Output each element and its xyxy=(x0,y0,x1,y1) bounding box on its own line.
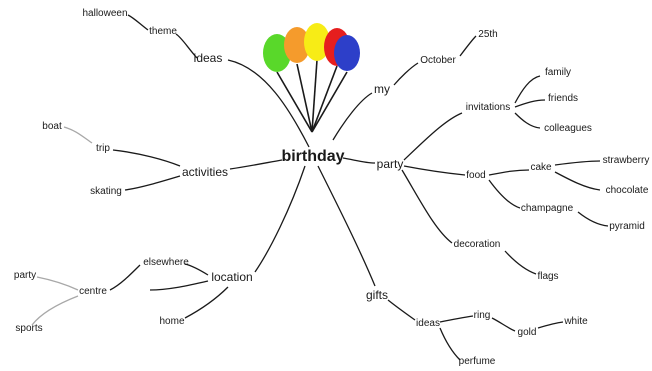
connector xyxy=(488,179,521,209)
node-activities: activities xyxy=(181,165,229,179)
node-cake: cake xyxy=(530,162,552,173)
node-gold: gold xyxy=(517,327,537,338)
connector xyxy=(537,321,564,329)
connector xyxy=(514,99,546,108)
node-invitations: invitations xyxy=(465,102,511,113)
connector xyxy=(393,62,419,86)
balloon-string xyxy=(296,63,313,133)
connector xyxy=(175,33,198,59)
balloon-green xyxy=(263,34,291,72)
node-gift-ideas: ideas xyxy=(416,318,440,329)
node-october: October xyxy=(420,55,456,66)
connector xyxy=(124,175,181,191)
connector xyxy=(112,149,181,167)
node-location: location xyxy=(211,270,253,284)
light-branch-lines xyxy=(31,126,93,326)
connector xyxy=(227,59,310,148)
connector xyxy=(254,165,306,273)
connector xyxy=(554,171,601,191)
node-decoration: decoration xyxy=(453,239,501,250)
node-perfume: perfume xyxy=(458,356,496,367)
connector xyxy=(149,280,209,291)
node-centre: centre xyxy=(79,286,107,297)
connector xyxy=(36,276,79,291)
connector xyxy=(504,250,537,275)
balloon-yellow xyxy=(304,23,330,61)
node-home: home xyxy=(159,316,185,327)
node-gifts: gifts xyxy=(365,288,389,302)
connector xyxy=(31,295,79,326)
connector xyxy=(439,327,461,361)
node-trip: trip xyxy=(96,143,110,154)
node-colleagues: colleagues xyxy=(544,123,592,134)
connector xyxy=(514,112,541,129)
node-ideas: ideas xyxy=(193,51,223,65)
connector xyxy=(332,92,373,141)
connector xyxy=(488,169,530,176)
node-friends: friends xyxy=(547,93,579,104)
connector xyxy=(577,211,609,227)
connector xyxy=(184,263,209,276)
node-pyramid: pyramid xyxy=(609,221,645,232)
connector xyxy=(387,299,416,321)
balloon-string xyxy=(311,59,318,133)
balloon-string xyxy=(311,65,338,133)
balloon-string xyxy=(276,71,313,133)
connector xyxy=(554,160,601,166)
connector xyxy=(63,126,93,144)
balloon-string xyxy=(311,71,348,133)
node-ring: ring xyxy=(473,310,491,321)
node-skating: skating xyxy=(90,186,122,197)
connector xyxy=(109,264,141,291)
connector xyxy=(184,286,229,319)
balloon-orange xyxy=(284,27,310,63)
connector xyxy=(127,14,149,31)
branch-lines xyxy=(109,14,609,361)
connector xyxy=(342,157,376,164)
node-champagne: champagne xyxy=(520,203,574,214)
connector xyxy=(317,165,376,287)
node-elsewhere: elsewhere xyxy=(143,257,189,268)
connector xyxy=(514,75,541,104)
node-party: party xyxy=(376,157,404,171)
node-my: my xyxy=(374,82,390,96)
node-flags: flags xyxy=(537,271,559,282)
node-white: white xyxy=(564,316,588,327)
connector xyxy=(401,169,453,244)
node-25th: 25th xyxy=(478,29,498,40)
node-halloween: halloween xyxy=(82,8,128,19)
node-strawberry: strawberry xyxy=(602,155,650,166)
balloons-icon xyxy=(263,23,360,72)
balloon-blue xyxy=(334,35,360,71)
node-theme: theme xyxy=(149,26,177,37)
central-topic: birthday xyxy=(281,148,345,165)
connector xyxy=(491,317,516,332)
node-chocolate: chocolate xyxy=(605,185,649,196)
connector xyxy=(439,315,474,323)
node-sports: sports xyxy=(15,323,43,334)
node-food: food xyxy=(466,170,486,181)
connector xyxy=(403,165,466,176)
node-family: family xyxy=(544,67,572,78)
connector xyxy=(459,35,477,57)
balloon-strings xyxy=(276,59,348,133)
node-party-location: party xyxy=(13,270,37,281)
connector xyxy=(229,159,283,170)
connector xyxy=(403,112,463,161)
node-boat: boat xyxy=(42,121,62,132)
